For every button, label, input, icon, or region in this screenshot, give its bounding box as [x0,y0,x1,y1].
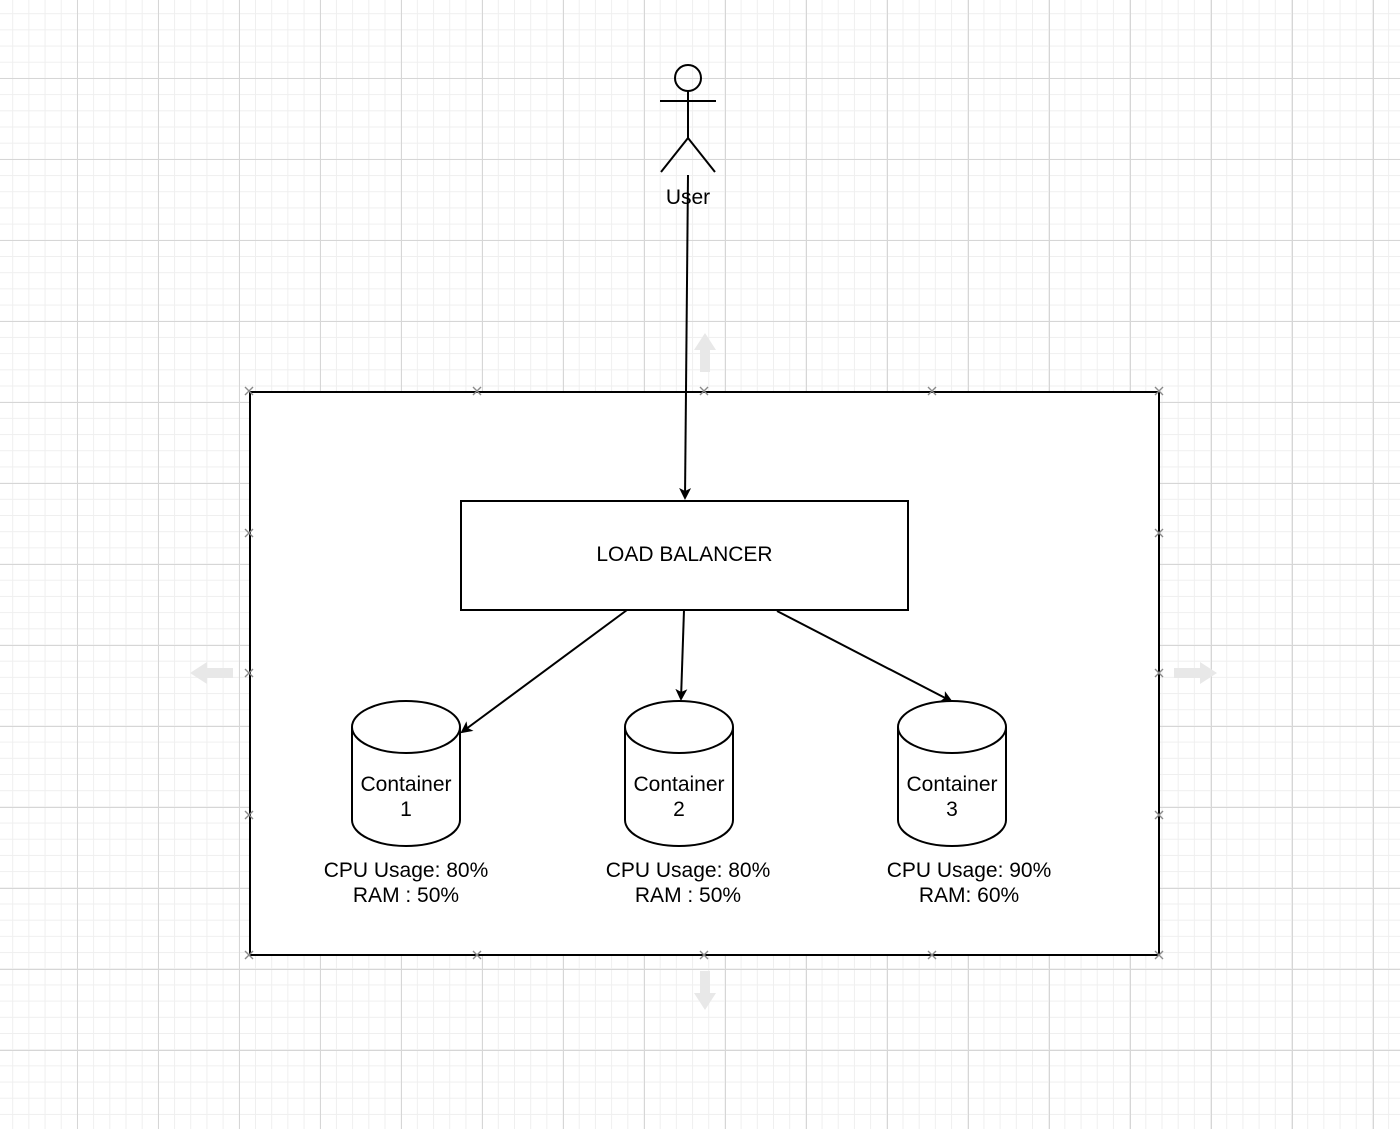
connector-lb-to-container-3[interactable] [776,610,953,702]
user-actor-icon[interactable] [660,64,716,173]
container-2-name: Container [633,773,725,796]
container-2-cylinder-icon[interactable] [624,700,734,847]
user-label: User [665,186,711,209]
selection-handles[interactable] [244,386,1164,960]
connect-arrow-left-icon[interactable] [190,662,233,684]
load-balancer-label: LOAD BALANCER [596,543,773,566]
container-1-ram-usage: RAM : 50% [352,884,460,907]
connector-user-to-load-balancer[interactable] [679,174,692,500]
container-1-cpu-usage: CPU Usage: 80% [323,859,489,882]
container-3-cylinder-icon[interactable] [897,700,1007,847]
container-1-cylinder-icon[interactable] [351,700,461,847]
container-3-number: 3 [946,798,958,821]
load-balancer-box[interactable] [460,500,909,611]
container-1-name: Container [360,773,452,796]
group-container[interactable] [249,391,1160,956]
connect-arrow-up-icon[interactable] [694,333,716,372]
connector-lb-to-container-2[interactable] [675,609,688,701]
connect-arrow-down-icon[interactable] [694,971,716,1010]
container-2-cpu-usage: CPU Usage: 80% [605,859,771,882]
container-2-number: 2 [673,798,685,821]
container-3-ram-usage: RAM: 60% [918,884,1020,907]
connector-lb-to-container-1[interactable] [460,609,628,734]
connect-arrow-right-icon[interactable] [1174,662,1217,684]
container-3-name: Container [906,773,998,796]
container-2-ram-usage: RAM : 50% [634,884,742,907]
container-1-number: 1 [400,798,412,821]
container-3-cpu-usage: CPU Usage: 90% [886,859,1052,882]
